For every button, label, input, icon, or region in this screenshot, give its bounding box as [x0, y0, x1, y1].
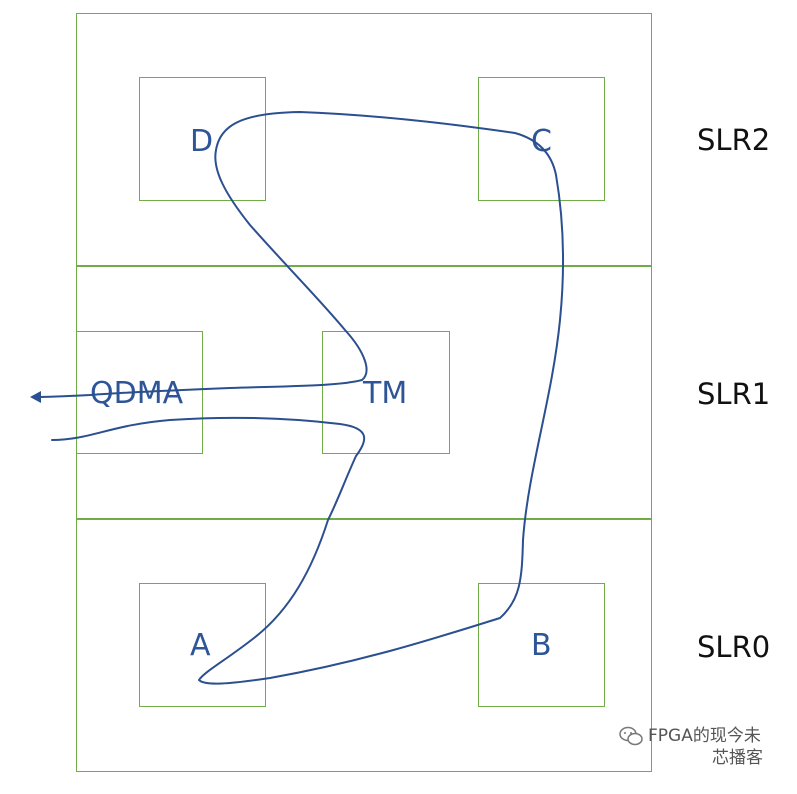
block-tm: [322, 331, 450, 454]
watermark-line1: FPGA的现今未: [648, 726, 761, 746]
route-path: [35, 111, 564, 685]
block-d-label: D: [190, 124, 214, 159]
route-arrowhead: [30, 391, 41, 403]
slr0-region: [76, 518, 652, 772]
slr0-label: SLR0: [697, 630, 771, 664]
wechat-icon: [619, 726, 643, 746]
block-tm-label: TM: [363, 376, 408, 411]
slr2-region: [76, 13, 652, 267]
block-c-label: C: [531, 124, 552, 159]
watermark-line2: 芯播客: [712, 748, 763, 768]
block-b-label: B: [531, 628, 552, 663]
block-b: [478, 583, 605, 707]
block-c: [478, 77, 605, 201]
slr1-label: SLR1: [697, 377, 771, 411]
slr2-label: SLR2: [697, 123, 771, 157]
block-a: [139, 583, 266, 707]
block-d: [139, 77, 266, 201]
block-qdma: [76, 331, 203, 454]
block-a-label: A: [190, 628, 211, 663]
